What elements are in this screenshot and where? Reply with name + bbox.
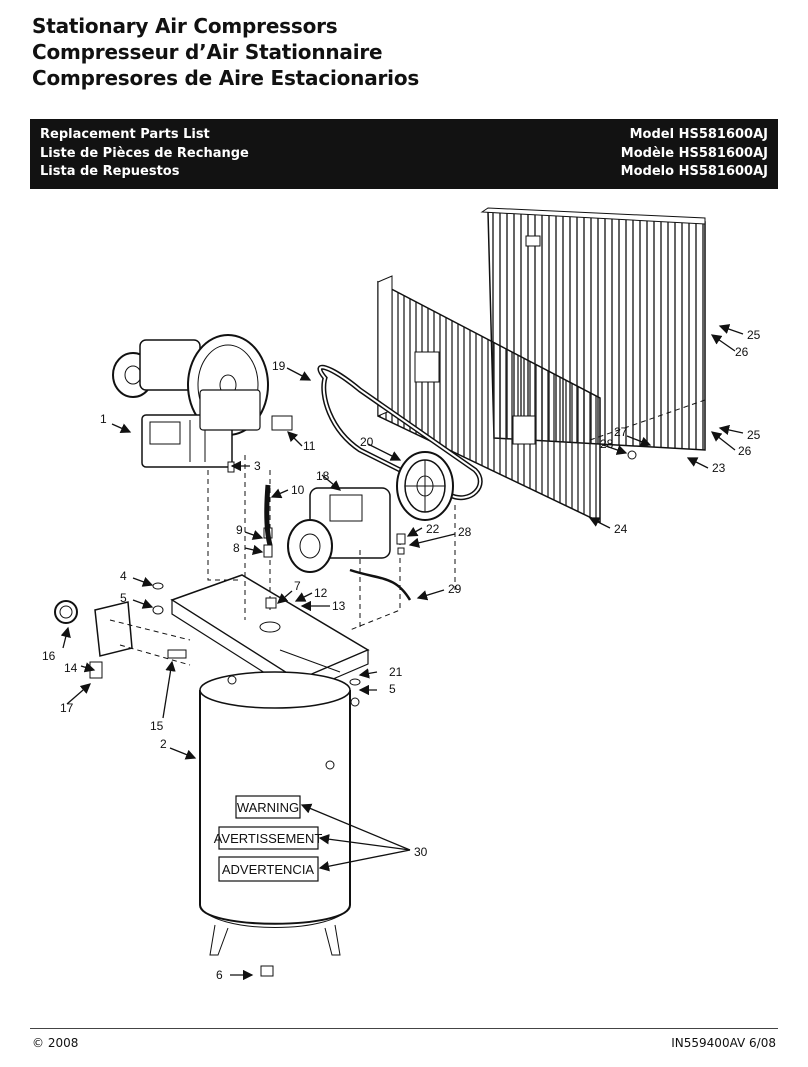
motor-pulley (396, 451, 454, 521)
parts-list-banner: Replacement Parts List Liste de Pièces d… (30, 119, 778, 189)
warning-label-spanish: ADVERTENCIA (222, 862, 315, 877)
callout-26a: 26 (735, 345, 749, 359)
compressor-pump (112, 334, 293, 468)
callout-15: 15 (150, 719, 164, 733)
title-english: Stationary Air Compressors (32, 14, 338, 38)
copyright: © 2008 (32, 1036, 79, 1050)
callout-28a: 28 (600, 437, 614, 451)
callout-5b: 5 (389, 682, 396, 696)
electric-motor (287, 487, 412, 601)
banner-title-english: Replacement Parts List (40, 127, 210, 142)
callout-6: 6 (216, 968, 223, 982)
pressure-switch (54, 600, 187, 679)
title-french: Compresseur d’Air Stationnaire (32, 40, 383, 64)
callout-25a: 25 (747, 328, 761, 342)
callout-9: 9 (236, 523, 243, 537)
belt-guard-front (377, 275, 601, 524)
callout-3: 3 (254, 459, 261, 473)
callout-26b: 26 (738, 444, 752, 458)
callout-24: 24 (614, 522, 628, 536)
callout-21: 21 (389, 665, 403, 679)
callout-20: 20 (360, 435, 374, 449)
callout-5a: 5 (120, 591, 127, 605)
document-id: IN559400AV 6/08 (671, 1036, 776, 1050)
callout-14: 14 (64, 661, 78, 675)
callout-11: 11 (303, 439, 316, 453)
callout-25b: 25 (747, 428, 761, 442)
assembly-dashed-lines (109, 399, 706, 666)
banner-model-numbers: Model HS581600AJ Modèle HS581600AJ Model… (621, 126, 768, 182)
callout-19: 19 (272, 359, 286, 373)
callout-30: 30 (414, 845, 428, 859)
callout-4: 4 (120, 569, 127, 583)
warning-label-english: WARNING (237, 800, 299, 815)
callout-7: 7 (294, 579, 301, 593)
model-french: Modèle HS581600AJ (620, 145, 768, 161)
callout-numbers: 1 2 3 4 5 5 6 7 8 9 10 11 12 13 14 15 16… (42, 328, 761, 982)
callout-16: 16 (42, 649, 56, 663)
page-titles: Stationary Air Compressors Compresseur d… (32, 13, 419, 91)
callout-22: 22 (426, 522, 440, 536)
callout-12: 12 (314, 586, 328, 600)
title-spanish: Compresores de Aire Estacionarios (32, 66, 420, 90)
warning-label-french: AVERTISSEMENT (214, 831, 323, 846)
callout-13: 13 (332, 599, 346, 613)
callout-17: 17 (60, 701, 74, 715)
callout-8: 8 (233, 541, 240, 555)
callout-28b: 28 (458, 525, 472, 539)
banner-title-french: Liste de Pièces de Rechange (40, 145, 249, 161)
callout-arrows (60, 324, 744, 981)
callout-1: 1 (100, 412, 107, 426)
callout-18: 18 (316, 469, 330, 483)
banner-title-spanish: Lista de Repuestos (40, 164, 180, 179)
banner-list-titles: Replacement Parts List Liste de Pièces d… (40, 126, 249, 182)
footer-divider (30, 1028, 778, 1029)
warning-labels: WARNING AVERTISSEMENT ADVERTENCIA (214, 795, 323, 882)
callout-10: 10 (291, 483, 305, 497)
callout-29: 29 (448, 582, 462, 596)
callout-23: 23 (712, 461, 726, 475)
v-belt (317, 364, 483, 501)
callout-27: 27 (614, 425, 628, 439)
callout-2: 2 (160, 737, 167, 751)
model-english: Model HS581600AJ (629, 127, 768, 142)
model-spanish: Modelo HS581600AJ (620, 164, 768, 179)
